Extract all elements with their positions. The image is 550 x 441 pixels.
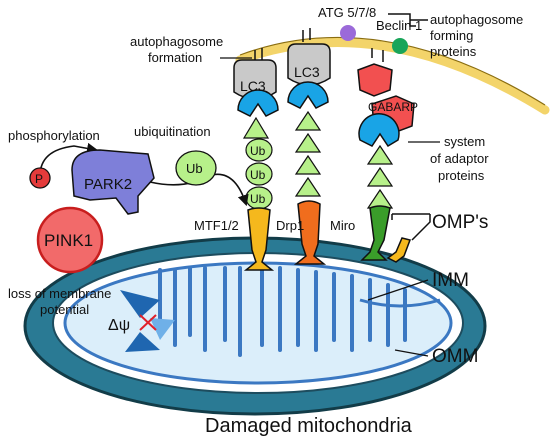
ub-free-icon <box>175 150 217 186</box>
park2-icon <box>71 149 155 215</box>
omm-pointer <box>394 349 429 357</box>
pathway-drp1: LC3 Drp1 <box>276 43 331 265</box>
system-label-line3: proteins <box>438 168 485 183</box>
mtf-protein-icon <box>243 207 275 271</box>
omps-pointer <box>391 213 431 241</box>
drp1-protein-icon <box>293 200 327 265</box>
tri-mid-4 <box>294 176 322 197</box>
ub-left-2 <box>245 162 273 186</box>
damaged-crista-2 <box>125 332 160 352</box>
system-label-line2: of adaptor <box>430 151 489 166</box>
tri-mid-3 <box>294 154 322 175</box>
phosphorylation-label: phosphorylation <box>8 128 100 143</box>
imm-label: IMM <box>432 270 469 291</box>
system-label-line1: system <box>444 134 485 149</box>
gabarp-top-icon <box>357 63 393 97</box>
autophagosome-membrane <box>235 38 550 115</box>
ub-left-1-label: Ub <box>250 144 266 158</box>
ub-left-1 <box>245 138 273 162</box>
tri-left-1 <box>242 116 270 139</box>
adaptor-left-icon <box>237 89 279 117</box>
tri-right-2 <box>366 166 394 187</box>
omm-label: OMM <box>432 346 478 367</box>
miro-protein-icon <box>360 205 391 261</box>
forming-proteins-line3: proteins <box>430 44 477 59</box>
park2-label: PARK2 <box>84 176 132 193</box>
tri-right-1 <box>366 144 394 165</box>
adaptor-mid-icon <box>287 81 329 109</box>
phosphate-label: P <box>35 172 43 186</box>
matrix-line <box>359 298 441 308</box>
pathway-mtf: LC3 Ub Ub Ub MTF1/2 <box>194 59 279 271</box>
loss-label-line2: potential <box>40 302 89 317</box>
title-label: Damaged mitochondria <box>205 415 413 437</box>
damaged-crista-3 <box>150 318 175 340</box>
tri-mid-2 <box>294 132 322 153</box>
lc3-right-label: LC3 <box>294 64 320 80</box>
ub-free-label: Ub <box>186 161 203 176</box>
damaged-crista-1 <box>120 290 160 318</box>
atg-bracket <box>388 13 428 27</box>
mitochondrion <box>23 236 487 416</box>
forming-proteins-line2: forming <box>430 28 473 43</box>
tri-mid-1 <box>294 110 322 131</box>
atg-label: ATG 5/7/8 <box>318 5 376 20</box>
pink1-label: PINK1 <box>44 231 93 250</box>
gabarp-label: GABARP <box>368 100 418 114</box>
autophagosome-membrane-outline <box>239 36 546 106</box>
loss-label-line1: loss of membrane <box>8 286 111 301</box>
autophagosome-formation-line2: formation <box>148 50 202 65</box>
pink1-icon <box>36 206 104 274</box>
membrane-anchors <box>254 28 384 62</box>
ub-left-2-label: Ub <box>250 168 266 182</box>
forming-proteins-line1: autophagosome <box>430 12 523 27</box>
omps-label: OMP's <box>432 212 488 233</box>
autophagosome-formation-line1: autophagosome <box>130 34 223 49</box>
adaptor-right-icon <box>358 113 400 148</box>
pathway-miro: GABARP Miro <box>330 63 418 261</box>
delta-psi-label: Δψ <box>108 317 130 334</box>
mtf-label: MTF1/2 <box>194 218 239 233</box>
drp1-label: Drp1 <box>276 218 304 233</box>
ub-left-3-label: Ub <box>250 192 266 206</box>
beclin-protein-icon <box>392 38 408 54</box>
miro-label: Miro <box>330 218 355 233</box>
omp-small-icon <box>386 237 411 263</box>
ubiquitination-label: ubiquitination <box>134 124 211 139</box>
phosphate-icon <box>29 167 51 189</box>
potential-cross-2 <box>139 314 157 331</box>
imm-pointer <box>367 279 429 301</box>
atg-protein-icon <box>340 25 356 41</box>
